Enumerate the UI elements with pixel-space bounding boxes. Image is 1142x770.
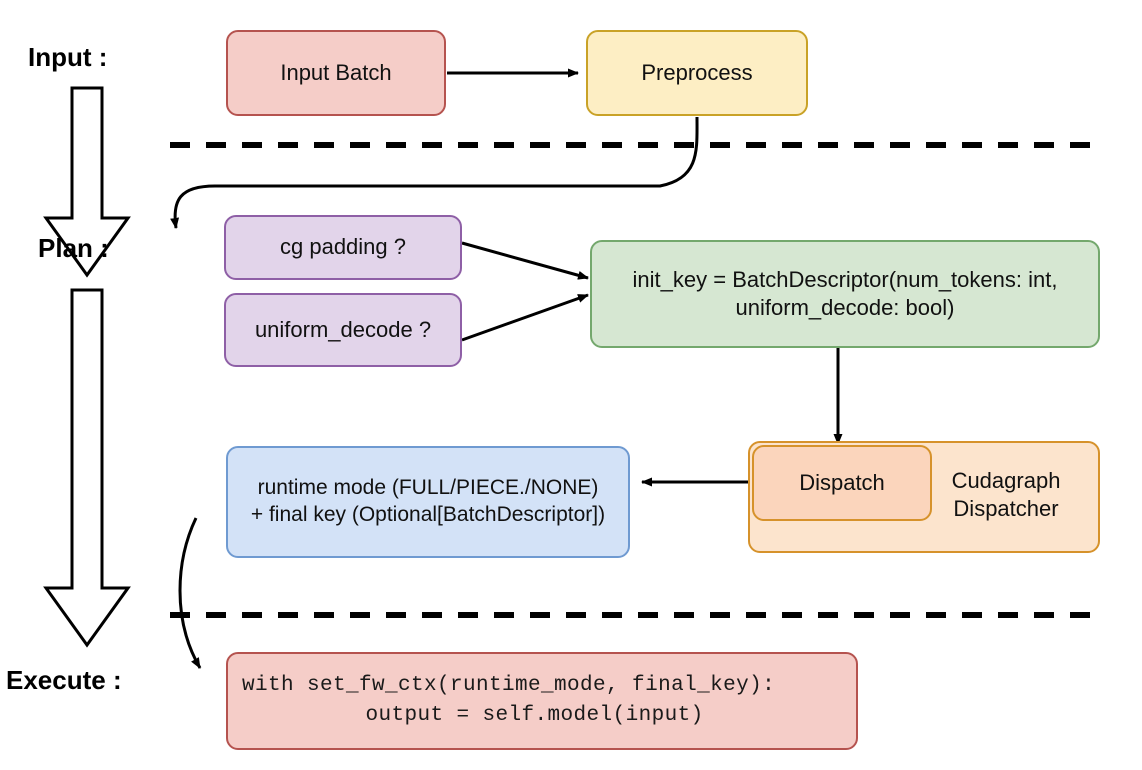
node-runtime-mode[interactable]: runtime mode (FULL/PIECE./NONE) + final … bbox=[226, 446, 630, 558]
node-preprocess[interactable]: Preprocess bbox=[586, 30, 808, 116]
node-uniform-decode[interactable]: uniform_decode ? bbox=[224, 293, 462, 367]
node-execute-code[interactable]: with set_fw_ctx(runtime_mode, final_key)… bbox=[226, 652, 858, 750]
stage-label-input: Input : bbox=[28, 42, 108, 72]
preprocess-to-cg-padding bbox=[170, 116, 699, 229]
node-cg-padding[interactable]: cg padding ? bbox=[224, 215, 462, 280]
uniform-decode-to-init-key bbox=[461, 293, 589, 342]
plan-to-execute-flow bbox=[43, 288, 131, 648]
stage-label-plan: Plan : bbox=[38, 233, 109, 263]
node-init-key[interactable]: init_key = BatchDescriptor(num_tokens: i… bbox=[590, 240, 1100, 348]
cudagraph-dispatcher-title: Cudagraph Dispatcher bbox=[951, 468, 1061, 521]
node-input-batch[interactable]: Input Batch bbox=[226, 30, 446, 116]
cg-padding-to-init-key bbox=[461, 241, 589, 280]
runtime-mode-to-execute bbox=[178, 517, 202, 669]
node-dispatch[interactable]: Dispatch bbox=[752, 445, 932, 521]
stage-label-execute: Execute : bbox=[6, 665, 122, 695]
